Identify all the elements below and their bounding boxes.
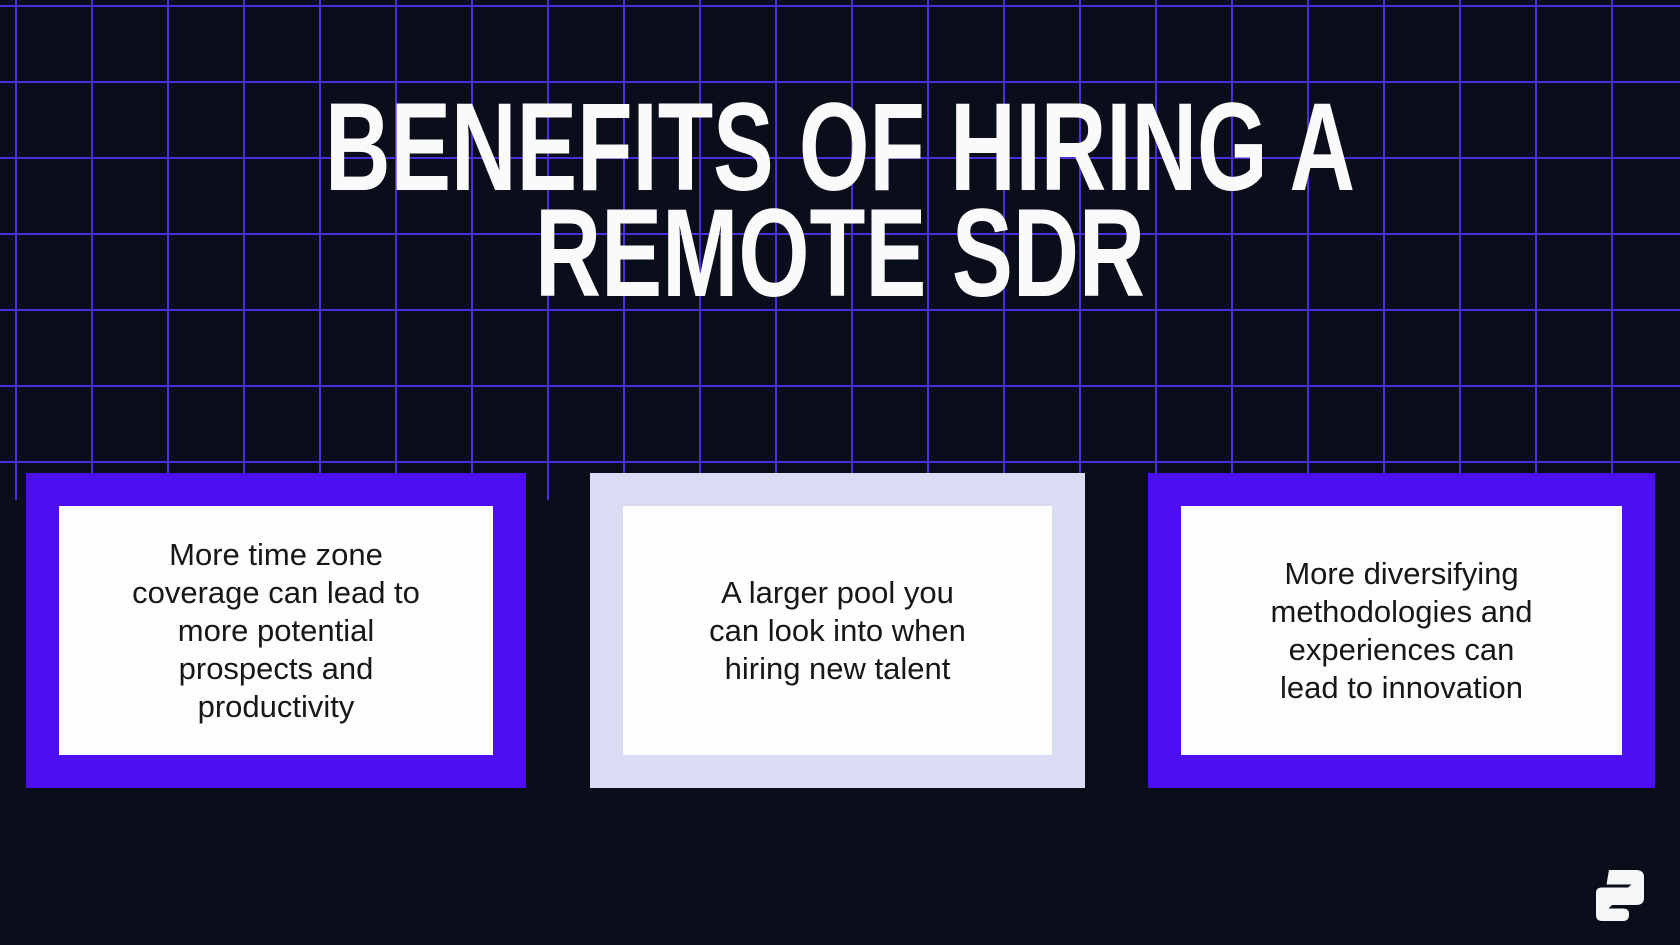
title-line-2: REMOTE SDR — [535, 184, 1145, 323]
benefit-card-surface: More diversifying methodologies and expe… — [1181, 506, 1622, 755]
benefit-card-surface: More time zone coverage can lead to more… — [59, 506, 493, 755]
benefit-card-text: A larger pool you can look into when hir… — [709, 574, 966, 686]
brand-logo — [1585, 858, 1645, 924]
benefit-card-text: More time zone coverage can lead to more… — [132, 536, 420, 724]
benefit-card-diversity: More diversifying methodologies and expe… — [1148, 473, 1655, 788]
page-title: BENEFITS OF HIRING A REMOTE SDR — [325, 78, 1355, 323]
benefit-card-timezone: More time zone coverage can lead to more… — [26, 473, 526, 788]
benefit-card-surface: A larger pool you can look into when hir… — [623, 506, 1052, 755]
title-line-1: BENEFITS OF HIRING A — [325, 78, 1355, 217]
benefit-card-talent-pool: A larger pool you can look into when hir… — [590, 473, 1085, 788]
benefit-card-text: More diversifying methodologies and expe… — [1270, 555, 1533, 705]
s-logo-icon — [1596, 870, 1644, 921]
